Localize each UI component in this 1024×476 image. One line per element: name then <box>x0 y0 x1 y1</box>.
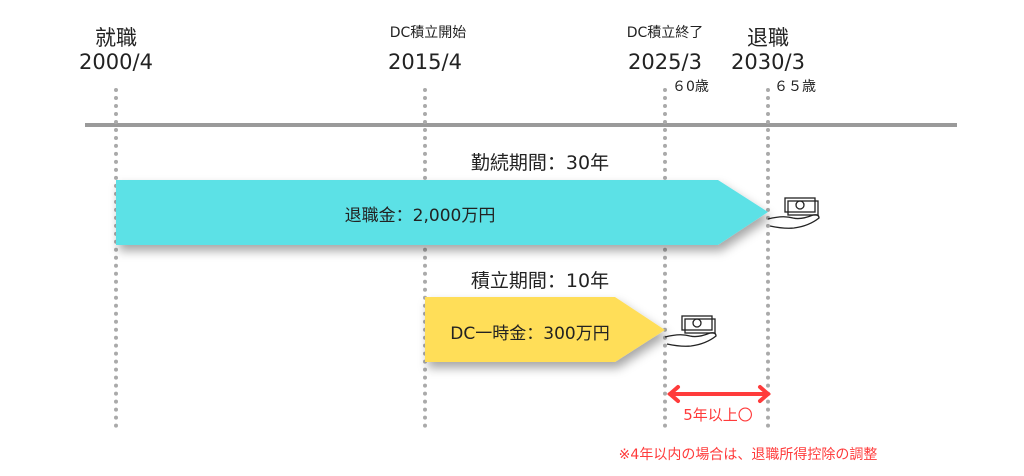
dc-period-label: 積立期間：10年 <box>470 270 610 292</box>
milestone-line-dc-end <box>663 88 667 428</box>
milestone-dc-start-title: DC積立開始 <box>389 25 467 41</box>
milestone-line-retire <box>766 88 770 428</box>
dc-bar-label: DC一時金：300万円 <box>450 324 610 344</box>
milestone-line-dc-start <box>423 88 427 428</box>
milestone-dc-end-age: ６0歳 <box>672 79 709 95</box>
timeline-axis <box>85 123 957 127</box>
milestone-retire-title: 退職 <box>747 26 789 50</box>
service-period-arrow <box>116 180 768 245</box>
money-hand-icon <box>664 315 717 347</box>
milestone-dc-start-date: 2015/4 <box>388 50 462 74</box>
service-bar-label: 退職金：2,000万円 <box>344 206 496 226</box>
milestone-line-hire <box>114 88 118 428</box>
milestone-retire-date: 2030/3 <box>731 50 805 74</box>
milestone-retire-age: ６５歳 <box>774 79 816 95</box>
money-hand-icon <box>767 197 820 229</box>
gap-label: 5年以上〇 <box>683 406 753 424</box>
footnote: ※4年以内の場合は、退職所得控除の調整 <box>618 447 878 463</box>
service-period-label: 勤続期間：30年 <box>470 152 610 174</box>
dc-period-arrow <box>425 297 665 362</box>
milestone-hire-date: 2000/4 <box>79 50 153 74</box>
milestone-dc-end-date: 2025/3 <box>628 50 702 74</box>
milestone-hire-title: 就職 <box>95 26 137 50</box>
gap-double-arrow <box>666 385 772 403</box>
milestone-dc-end-title: DC積立終了 <box>626 25 704 41</box>
